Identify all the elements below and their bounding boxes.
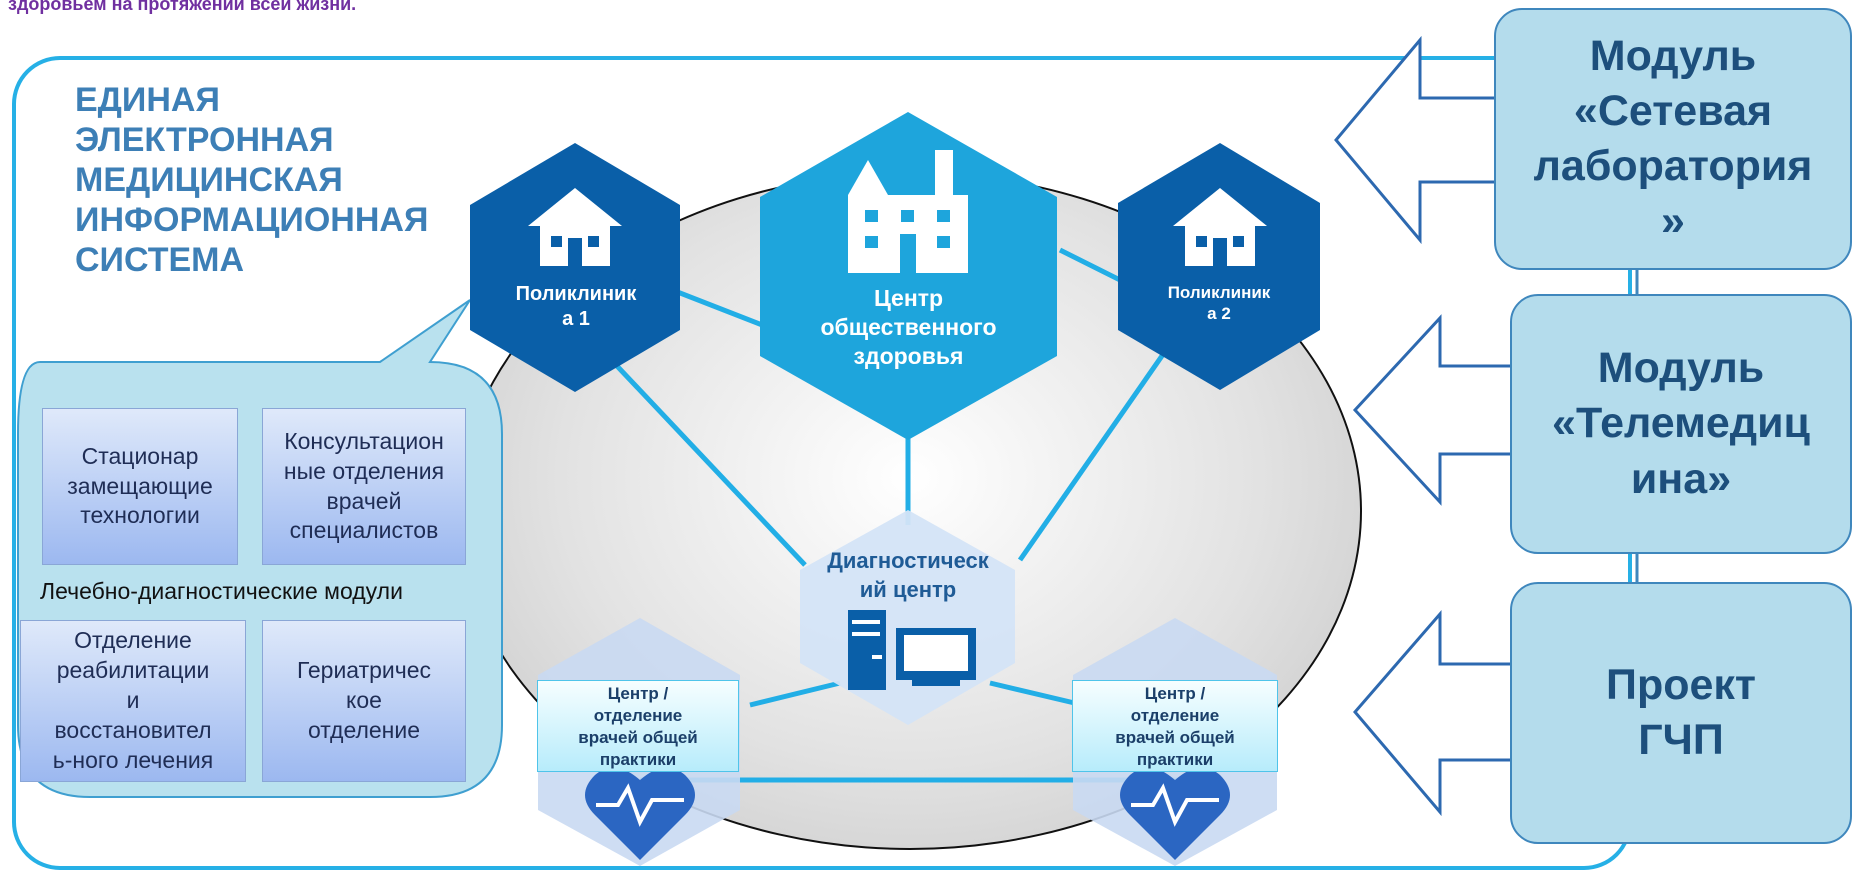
module-box-geriatric: Гериатричес кое отделение [262,620,466,782]
gp-left-label: Центр / отделение врачей общей практики [537,680,739,772]
module-network-lab: Модуль «Сетевая лаборатория » [1494,8,1852,270]
house-icon [528,188,622,266]
module-box-consultation: Консультацион ные отделения врачей специ… [262,408,466,565]
heart-pulse-icon [1120,767,1230,860]
polyclinic-2-hex [1118,143,1320,390]
arrow-left-icon [1334,35,1504,245]
arrow-left-icon [1352,314,1514,506]
computer-icon [848,610,976,690]
factory-icon [848,150,968,273]
heart-pulse-icon [585,767,695,860]
system-title: ЕДИНАЯ ЭЛЕКТРОННАЯ МЕДИЦИНСКАЯ ИНФОРМАЦИ… [75,81,429,279]
module-box-rehabilitation: Отделение реабилитации и восстановител ь… [20,620,246,782]
polyclinic-2-label: Поликлиник а 2 [1167,283,1271,324]
gp-right-label: Центр / отделение врачей общей практики [1072,680,1278,772]
arrow-left-icon [1353,609,1514,817]
polyclinic-1-label: Поликлиник а 1 [515,283,637,330]
module-telemedicine: Модуль «Телемедиц ина» [1510,294,1852,554]
modules-label: Лечебно-диагностические модули [40,578,403,604]
diagnostic-label: Диагностическ ий центр [827,548,989,602]
header-text: здоровьем на протяжении всей жизни. [8,0,357,14]
module-box-inpatient: Стационар замещающие технологии [42,408,238,565]
public-health-hex [760,112,1057,440]
house-icon [1173,188,1267,266]
public-health-label: Центр общественного здоровья [820,285,997,369]
polyclinic-1-hex [470,143,680,392]
diagnostic-hex [800,510,1015,725]
project-ppp: Проект ГЧП [1510,582,1852,844]
